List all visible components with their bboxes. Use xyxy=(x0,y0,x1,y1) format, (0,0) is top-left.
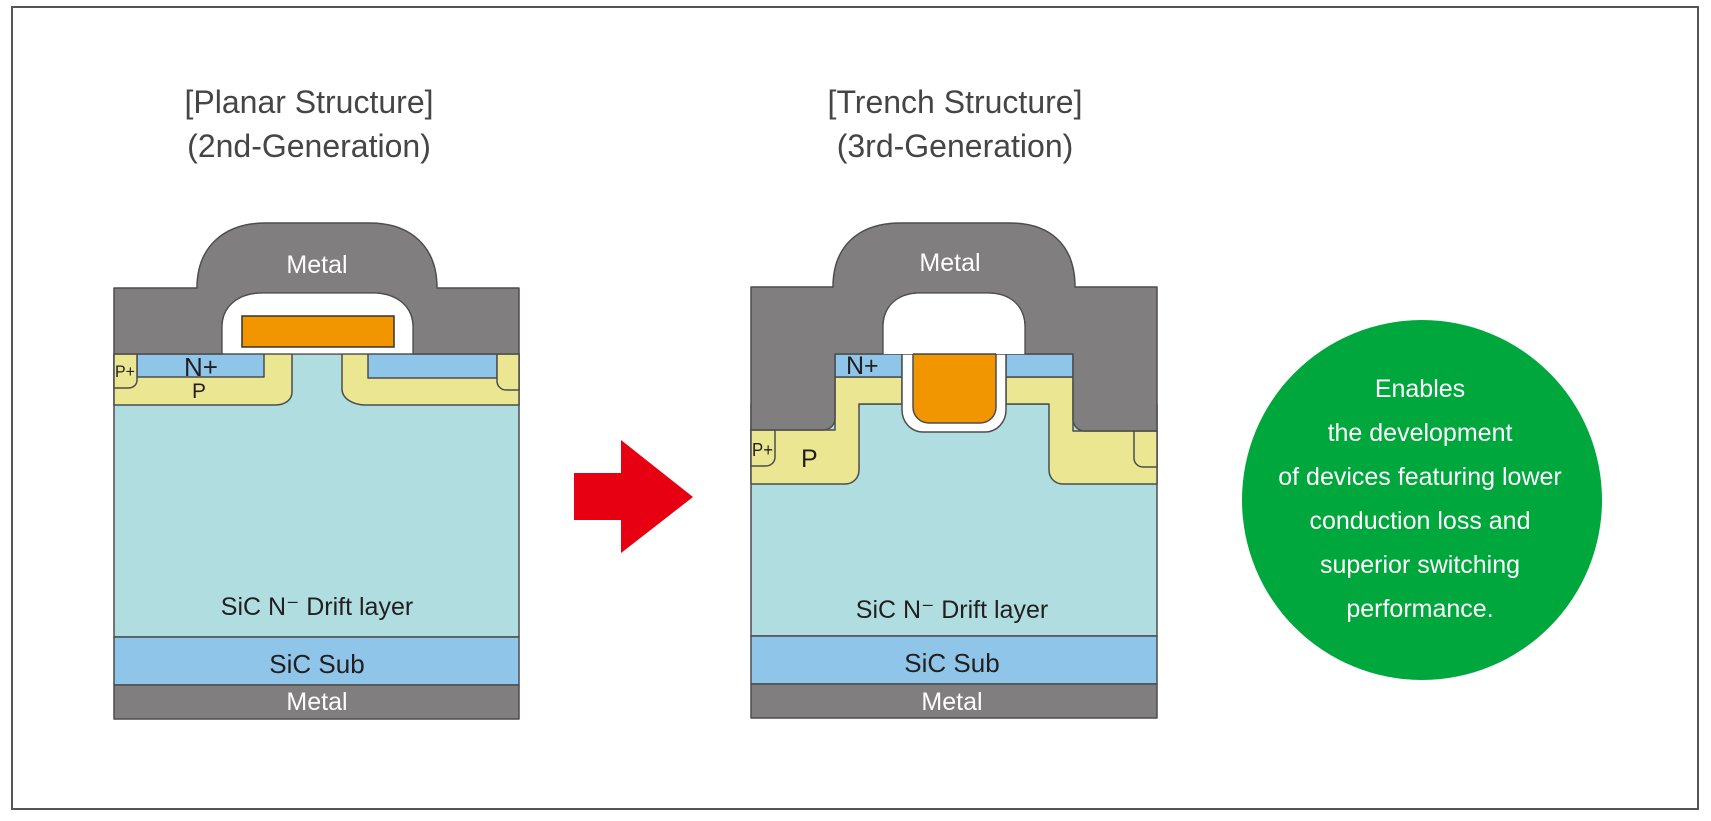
planar-drift-label: SiC N⁻ Drift layer xyxy=(221,593,413,621)
trench-structure-panel: [Trench Structure] (3rd-Generation) xyxy=(750,84,1158,719)
callout-circle xyxy=(1242,320,1602,680)
planar-p-plus-right xyxy=(496,353,520,391)
callout-line: conduction loss and xyxy=(1310,507,1531,535)
right-arrow-icon xyxy=(574,440,693,553)
trench-top-metal xyxy=(750,222,1158,432)
trench-bottom-metal-label: Metal xyxy=(921,688,982,716)
trench-bottom-metal xyxy=(750,683,1158,719)
trench-p-plus-right xyxy=(1133,430,1158,468)
planar-structure-panel: [Planar Structure] (2nd-Generation) xyxy=(113,84,520,720)
planar-substrate xyxy=(113,636,520,686)
trench-cross-section: Metal N+ P P+ SiC N⁻ Drift layer SiC Sub… xyxy=(750,222,1158,719)
planar-title: [Planar Structure] xyxy=(185,84,434,120)
planar-p-plus-left xyxy=(113,353,138,389)
planar-gate-electrode xyxy=(241,315,395,348)
callout-line: Enables xyxy=(1375,375,1465,403)
planar-bottom-metal xyxy=(113,684,520,720)
trench-drift-label: SiC N⁻ Drift layer xyxy=(856,596,1048,624)
trench-substrate-label: SiC Sub xyxy=(904,648,999,678)
trench-subtitle: (3rd-Generation) xyxy=(837,128,1074,164)
callout-line: performance. xyxy=(1346,595,1493,623)
trench-p-label: P xyxy=(801,445,818,473)
trench-top-metal-label: Metal xyxy=(919,249,980,277)
callout-line: of devices featuring lower xyxy=(1278,463,1561,491)
callout-line: the development xyxy=(1328,419,1513,447)
planar-cross-section: Metal N+ P P+ SiC N⁻ Drift layer SiC Sub… xyxy=(113,222,520,720)
planar-p-label: P xyxy=(192,380,206,403)
benefit-callout: Enables the development of devices featu… xyxy=(1242,320,1602,680)
trench-substrate xyxy=(750,635,1158,685)
planar-top-metal-label: Metal xyxy=(286,251,347,279)
trench-gate-electrode xyxy=(912,353,997,424)
planar-bottom-metal-label: Metal xyxy=(286,688,347,716)
trench-n-plus-right xyxy=(1005,353,1074,378)
callout-line: superior switching xyxy=(1320,551,1520,579)
planar-subtitle: (2nd-Generation) xyxy=(187,128,431,164)
planar-p-plus-label: P+ xyxy=(115,362,135,381)
trench-p-plus-left xyxy=(750,429,776,467)
trench-p-plus-label: P+ xyxy=(752,440,773,460)
planar-n-plus-right xyxy=(367,353,498,379)
trench-n-plus-label: N+ xyxy=(846,352,879,380)
planar-substrate-label: SiC Sub xyxy=(269,649,364,679)
planar-top-metal xyxy=(113,222,520,355)
trench-gate-insulator-cap xyxy=(883,293,1025,354)
trench-title: [Trench Structure] xyxy=(828,84,1083,120)
planar-n-plus-label: N+ xyxy=(184,352,218,382)
